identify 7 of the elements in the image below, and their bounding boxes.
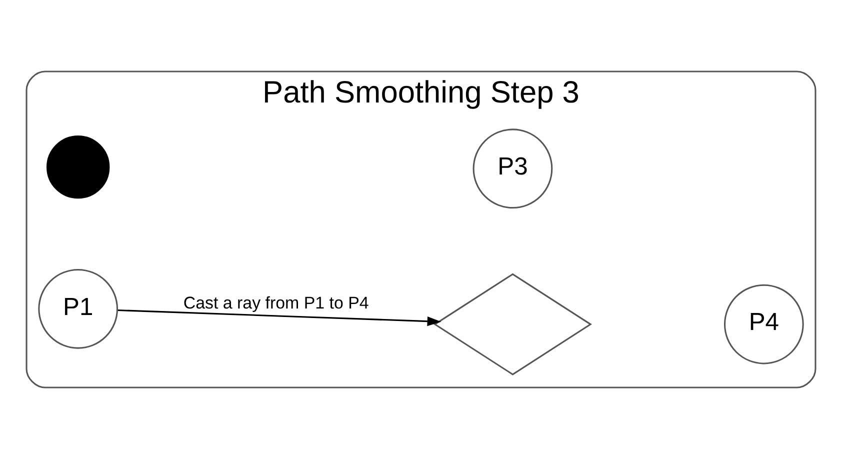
node-circle: P3 (472, 128, 553, 209)
arrow (118, 310, 442, 326)
node-circle: P1 (38, 268, 118, 349)
node-circle: P4 (724, 284, 804, 364)
edge-label: Cast a ray from P1 to P4 (183, 294, 369, 313)
node-diamond (433, 273, 592, 376)
node-circle (46, 135, 110, 199)
